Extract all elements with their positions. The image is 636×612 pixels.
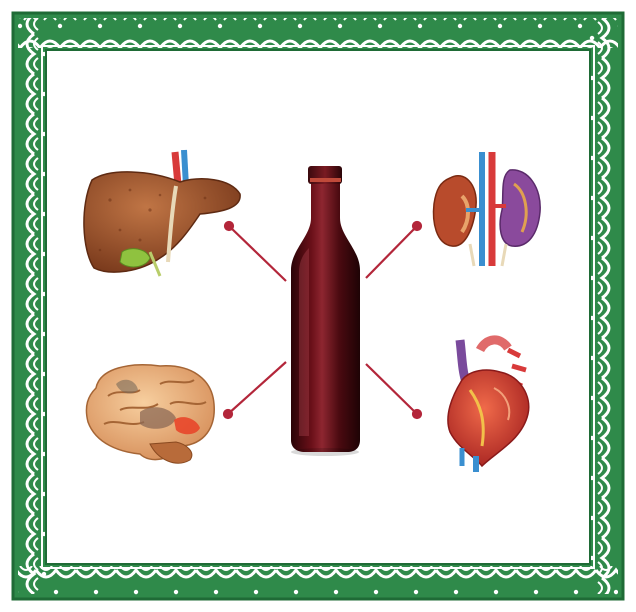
connector-dot-brain (224, 410, 232, 418)
connector-dot-heart (413, 410, 421, 418)
connector-dot-kidneys (413, 222, 421, 230)
connector-dot-liver (225, 222, 233, 230)
